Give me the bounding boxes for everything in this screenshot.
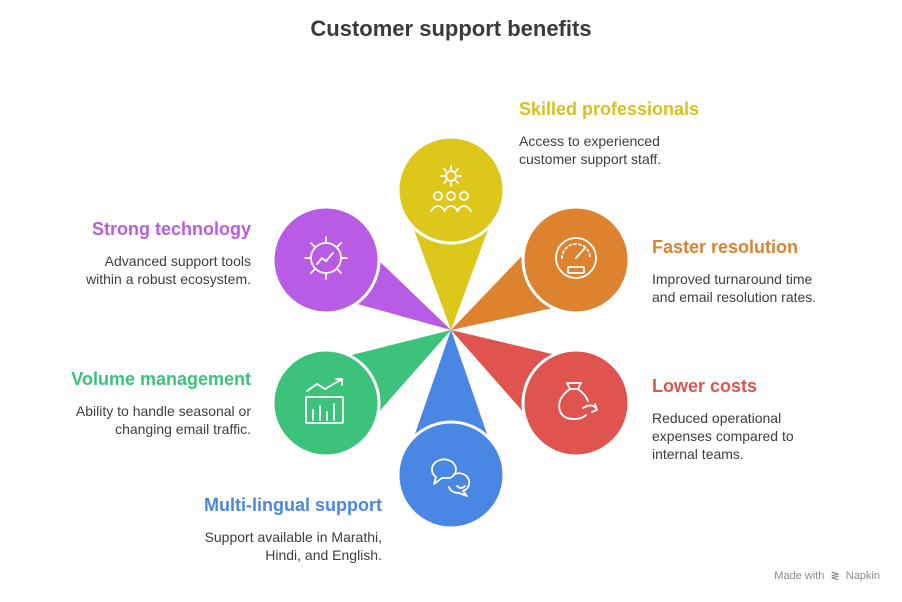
speedometer-icon <box>555 237 597 279</box>
benefit-lower-costs: Lower costs Reduced operational expenses… <box>652 376 902 463</box>
petal-volume-management <box>271 330 451 458</box>
desc-line: Reduced operational <box>652 410 782 426</box>
benefit-description: Access to experienced customer support s… <box>519 132 819 168</box>
diagram-title: Customer support benefits <box>310 16 592 41</box>
benefit-description: Support available in Marathi, Hindi, and… <box>82 528 382 564</box>
benefit-faster-resolution: Faster resolution Improved turnaround ti… <box>652 237 902 306</box>
desc-line: expenses compared to <box>652 428 794 444</box>
benefit-skilled-professionals: Skilled professionals Access to experien… <box>519 99 819 168</box>
benefit-volume-management: Volume management Ability to handle seas… <box>0 369 251 438</box>
petal-lower-costs <box>451 330 631 458</box>
desc-line: within a robust ecosystem. <box>86 271 251 287</box>
petal-faster-resolution <box>451 205 631 330</box>
desc-line: Improved turnaround time <box>652 271 813 287</box>
desc-line: Hindi, and English. <box>265 547 382 563</box>
napkin-label: Napkin <box>845 570 880 582</box>
made-with-label: Made with <box>774 570 825 582</box>
team-gear-icon <box>430 165 472 212</box>
desc-line: Access to experienced <box>519 133 660 149</box>
petal-skilled-professionals <box>396 135 506 330</box>
desc-line: Ability to handle seasonal or <box>75 403 251 419</box>
petal-strong-technology <box>271 205 451 330</box>
benefit-description: Reduced operational expenses compared to… <box>652 409 902 463</box>
benefit-description: Improved turnaround time and email resol… <box>652 270 902 306</box>
benefit-heading: Lower costs <box>652 376 758 396</box>
made-with-napkin-badge[interactable]: Made with ≷ Napkin <box>774 569 880 582</box>
desc-line: Advanced support tools <box>104 253 251 269</box>
desc-line: changing email traffic. <box>115 421 251 437</box>
petal-multi-lingual-support <box>396 330 506 530</box>
benefit-heading: Skilled professionals <box>519 99 700 119</box>
benefit-strong-technology: Strong technology Advanced support tools… <box>0 219 251 288</box>
desc-line: Support available in Marathi, <box>204 529 382 545</box>
desc-line: customer support staff. <box>519 151 662 167</box>
benefit-multi-lingual-support: Multi-lingual support Support available … <box>82 495 382 564</box>
benefit-heading: Volume management <box>71 369 251 389</box>
speech-bubbles-icon <box>431 458 471 497</box>
desc-line: and email resolution rates. <box>652 289 817 305</box>
desc-line: internal teams. <box>652 446 744 462</box>
money-bag-icon <box>558 382 598 420</box>
benefit-heading: Strong technology <box>92 219 251 239</box>
benefit-heading: Multi-lingual support <box>204 495 382 515</box>
benefit-heading: Faster resolution <box>652 237 799 257</box>
benefit-description: Ability to handle seasonal or changing e… <box>0 402 251 438</box>
gear-chart-icon <box>304 236 348 280</box>
napkin-logo-icon: ≷ <box>830 570 840 582</box>
growth-chart-icon <box>305 378 344 424</box>
benefit-description: Advanced support tools within a robust e… <box>0 252 251 288</box>
